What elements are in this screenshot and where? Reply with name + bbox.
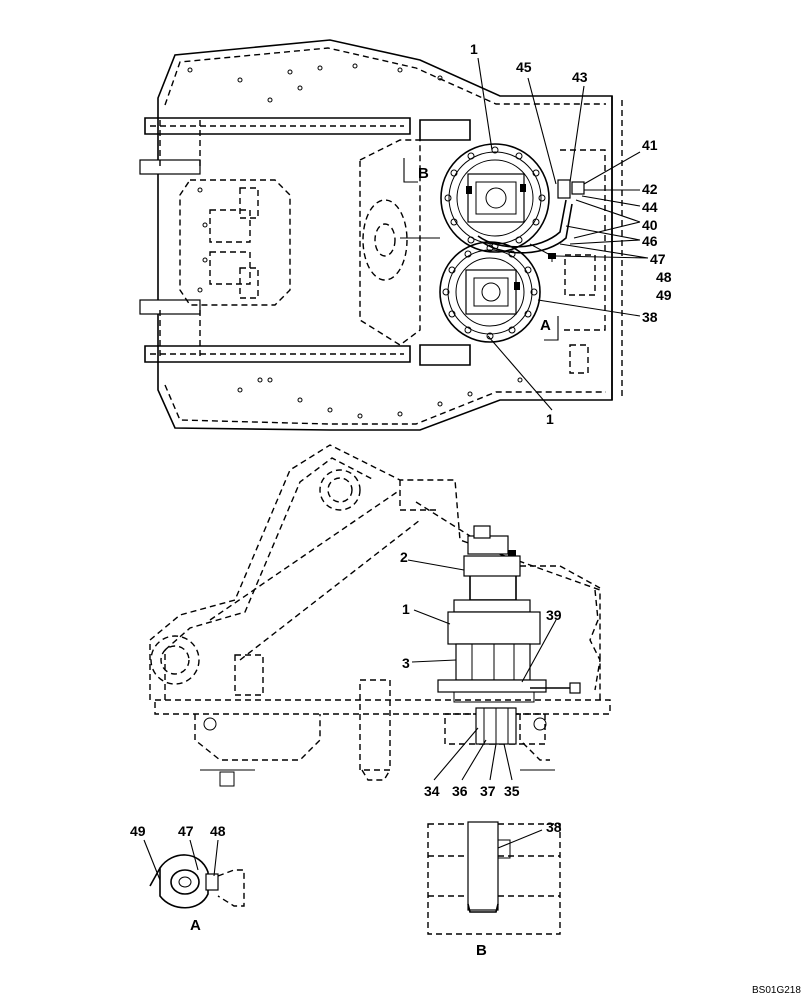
- callout-38: 38: [642, 309, 658, 325]
- detail-b-drawing: [427, 821, 561, 935]
- detail-a-label: A: [190, 917, 201, 934]
- callout-46: 46: [642, 233, 658, 249]
- detail-b-callout-38: 38: [546, 819, 562, 835]
- callout-36: 36: [452, 783, 468, 799]
- callout-37: 37: [480, 783, 496, 799]
- side-elevation-frame: [149, 444, 611, 787]
- callout-47: 47: [650, 251, 666, 267]
- callout-42: 42: [642, 181, 658, 197]
- callout-labels: 1 45 43 41 42 44 40 46 47 48 49 38 1 2 1…: [130, 41, 672, 839]
- callout-34: 34: [424, 783, 440, 799]
- callout-2: 2: [400, 549, 408, 565]
- callout-39: 39: [546, 607, 562, 623]
- detail-a-callout-49: 49: [130, 823, 146, 839]
- detail-a-drawing: [149, 854, 245, 909]
- callout-1-side: 1: [402, 601, 410, 617]
- detail-a-callout-47: 47: [178, 823, 194, 839]
- callout-43: 43: [572, 69, 588, 85]
- callout-45: 45: [516, 59, 532, 75]
- callout-41: 41: [642, 137, 658, 153]
- section-b-label: B: [418, 165, 429, 182]
- callout-49: 49: [656, 287, 672, 303]
- callout-3: 3: [402, 655, 410, 671]
- swing-drive-assembly-elevation: [415, 501, 601, 745]
- section-a-label: A: [540, 317, 551, 334]
- callout-40: 40: [642, 217, 658, 233]
- detail-a-callout-48: 48: [210, 823, 226, 839]
- top-view-frame: [139, 39, 623, 431]
- callout-48: 48: [656, 269, 672, 285]
- drawing-code: BS01G218: [752, 985, 801, 996]
- callout-1-top: 1: [470, 41, 478, 57]
- callout-44: 44: [642, 199, 658, 215]
- callout-1-bottom: 1: [546, 411, 554, 427]
- lower-swing-motor-plan: [439, 241, 541, 343]
- upper-swing-motor-plan: [440, 143, 550, 253]
- view-labels: B A A B: [190, 165, 551, 959]
- callout-35: 35: [504, 783, 520, 799]
- detail-b-label: B: [476, 942, 487, 959]
- leader-lines: [143, 57, 649, 881]
- section-cut-marks: [403, 158, 559, 341]
- hydraulic-hoses-plan: [477, 179, 585, 262]
